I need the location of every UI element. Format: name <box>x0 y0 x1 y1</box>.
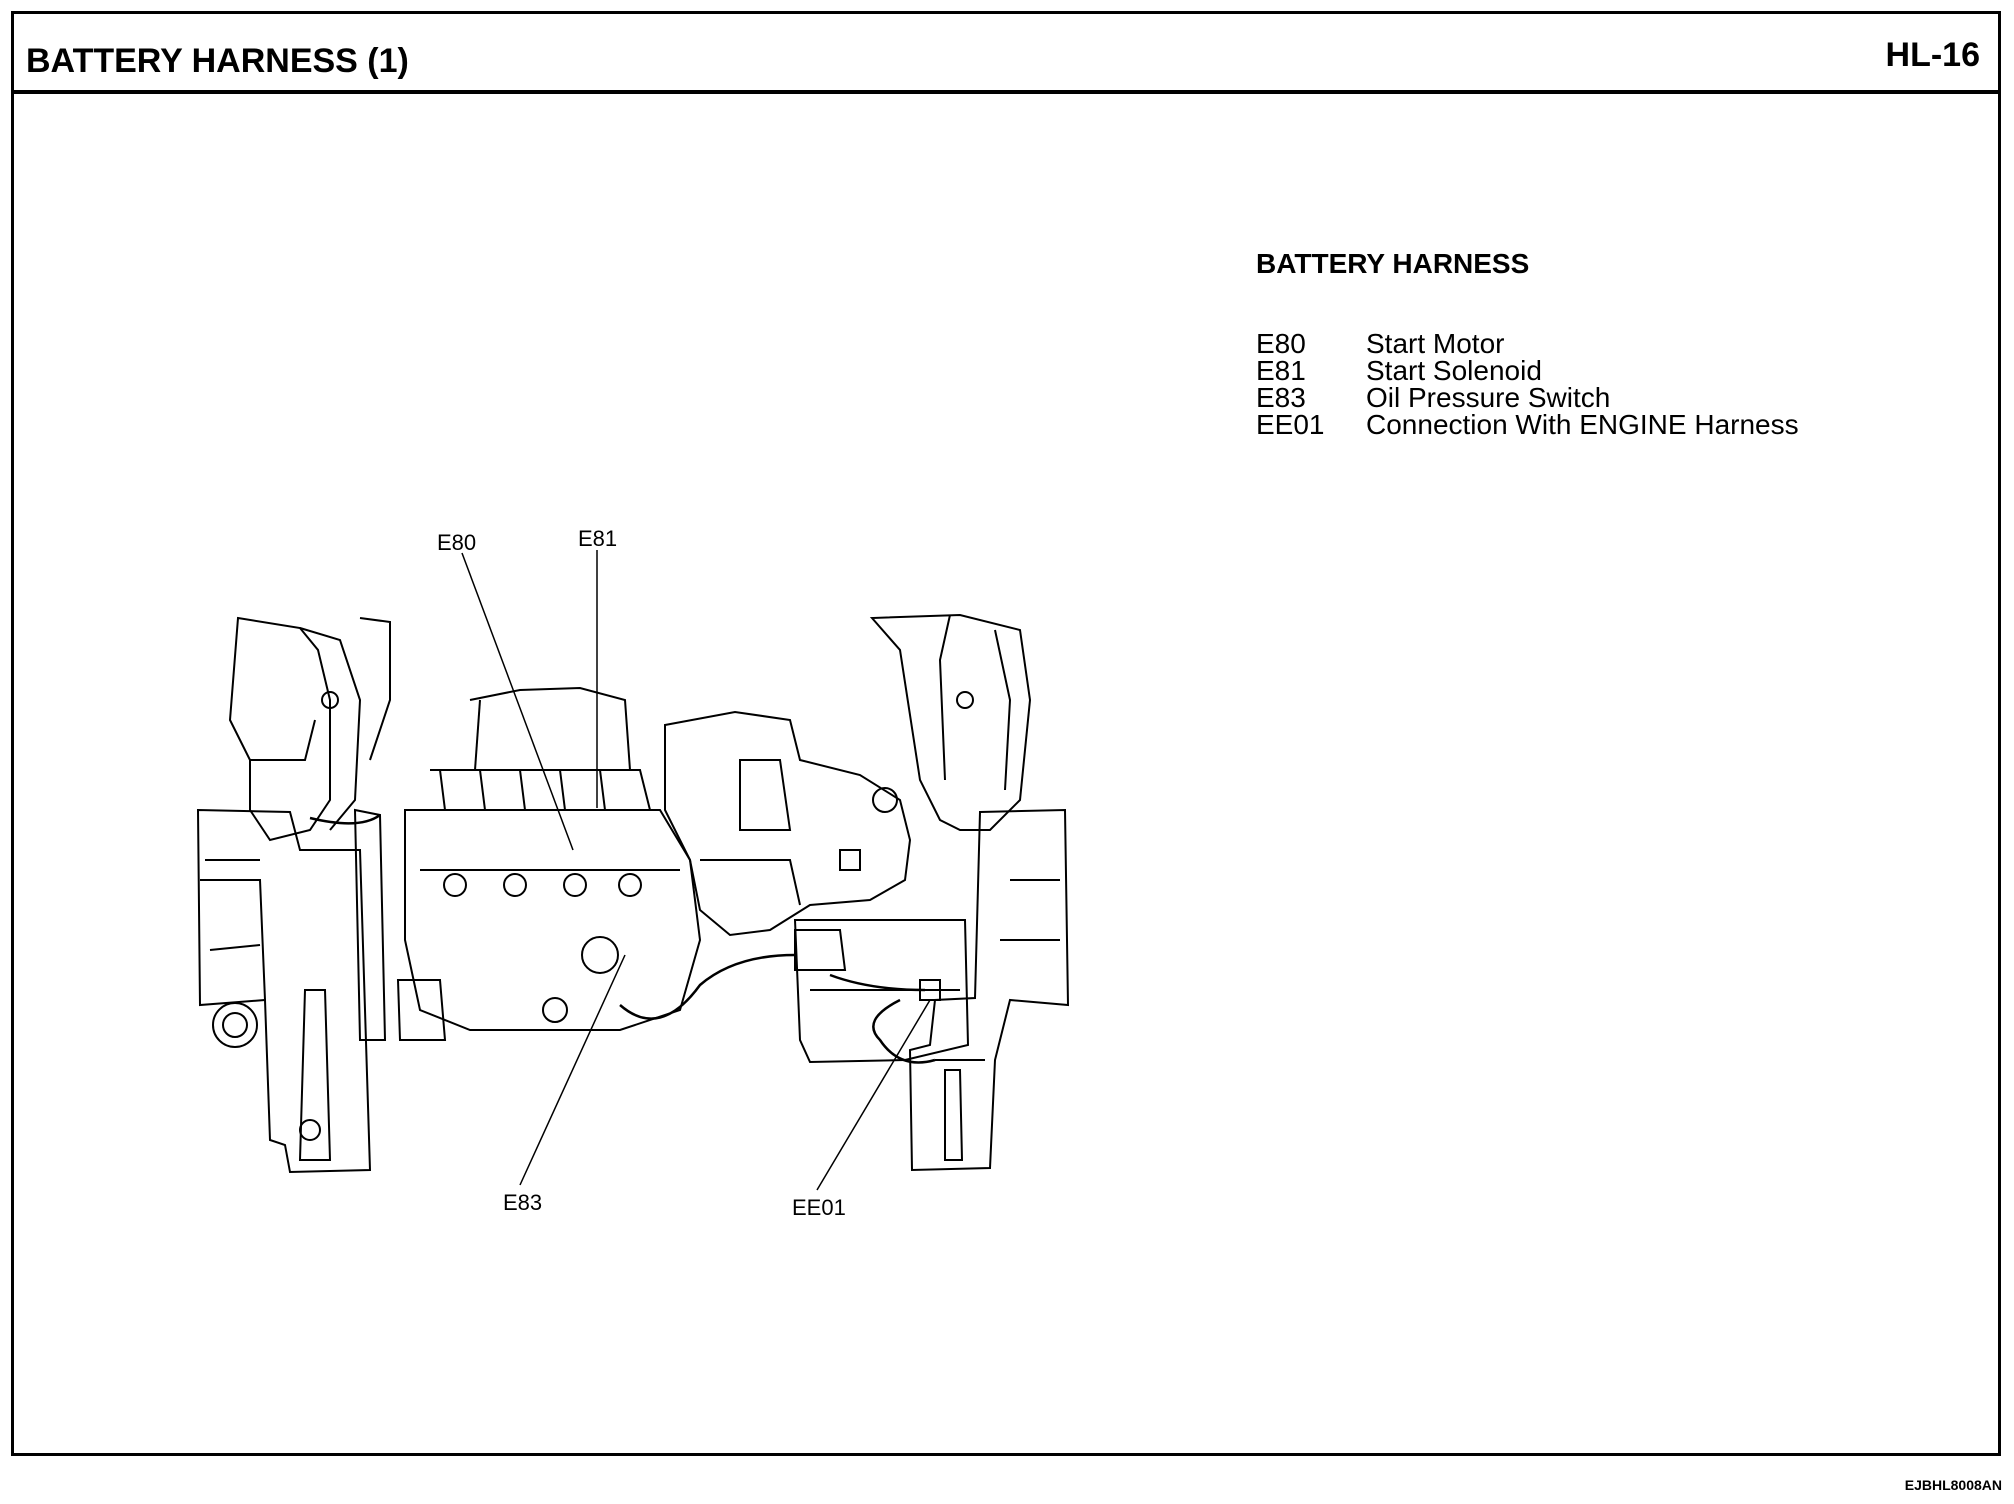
legend-description: Start Solenoid <box>1366 355 1542 386</box>
callout-ee01: EE01 <box>792 1195 846 1220</box>
connector-legend: BATTERY HARNESS E80 Start Motor E81 Star… <box>1256 248 1799 440</box>
leader-e83 <box>519 954 626 1186</box>
engine-block <box>353 686 702 1041</box>
right-side-member <box>908 808 1070 1172</box>
legend-row: EE01 Connection With ENGINE Harness <box>1256 409 1799 440</box>
legend-code: E83 <box>1256 382 1306 413</box>
legend-code: E80 <box>1256 328 1306 359</box>
left-side-member <box>196 808 372 1174</box>
legend-description: Connection With ENGINE Harness <box>1366 409 1799 440</box>
left-strut-tower <box>228 616 391 842</box>
legend-code: EE01 <box>1256 409 1325 440</box>
transaxle <box>664 710 912 937</box>
legend-description: Start Motor <box>1366 328 1505 359</box>
legend-row: E80 Start Motor <box>1256 328 1799 359</box>
page-title: BATTERY HARNESS (1) <box>26 42 409 80</box>
legend-title: BATTERY HARNESS <box>1256 248 1530 279</box>
callout-leaders <box>461 550 931 1191</box>
leader-e80 <box>461 552 574 851</box>
page-header: BATTERY HARNESS (1) HL-16 <box>14 14 1998 94</box>
legend-row: E81 Start Solenoid <box>1256 355 1799 386</box>
callout-e80: E80 <box>437 530 477 555</box>
legend-code: E81 <box>1256 355 1306 386</box>
callout-e81: E81 <box>578 526 618 551</box>
battery-harness-route <box>309 813 936 1064</box>
legend-description: Oil Pressure Switch <box>1366 382 1611 413</box>
document-code: EJBHL8008AN <box>1904 1477 2002 1493</box>
page-frame: BATTERY HARNESS (1) HL-16 <box>11 11 2001 1456</box>
callout-e83: E83 <box>503 1190 543 1215</box>
page-number: HL-16 <box>1885 36 1980 74</box>
legend-row: E83 Oil Pressure Switch <box>1256 382 1799 413</box>
right-strut-tower <box>869 613 1032 831</box>
leader-ee01 <box>816 999 931 1191</box>
